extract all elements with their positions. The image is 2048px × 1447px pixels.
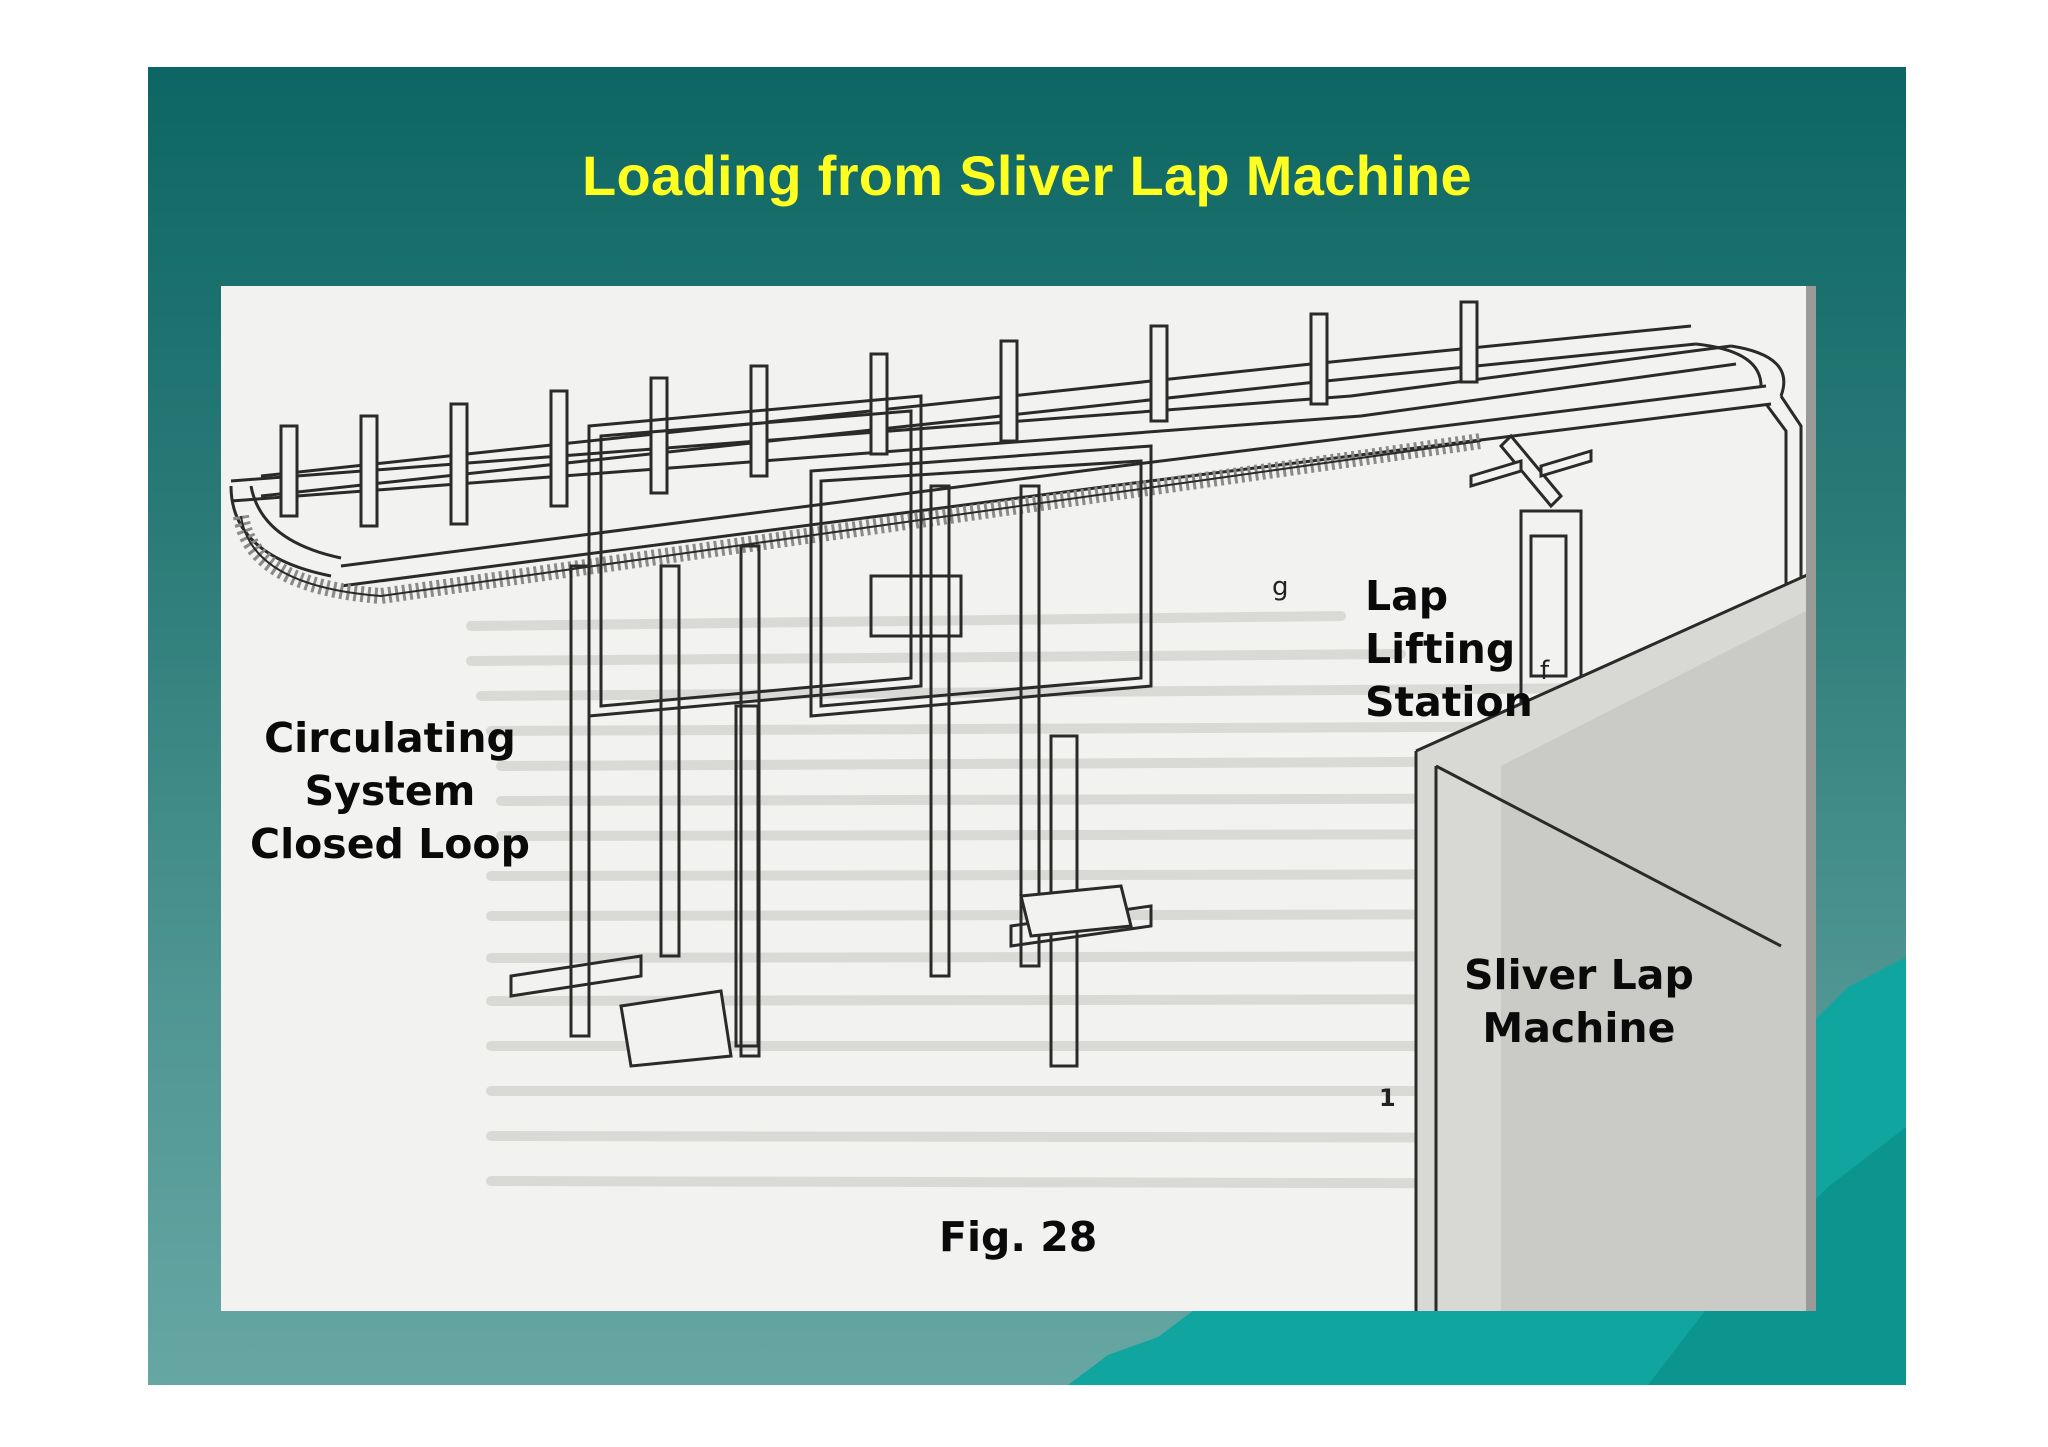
circulating-system-label: Circulating System Closed Loop (250, 714, 530, 868)
mark-f: f (1540, 656, 1550, 686)
figure-image: Circulating System Closed Loop Lap Lifti… (221, 286, 1816, 1311)
conveyor-drawing (229, 286, 1816, 1311)
lap-lifting-station-label: Lap Lifting Station (1365, 572, 1533, 726)
slide-title: Loading from Sliver Lap Machine (582, 144, 1472, 207)
mark-g: g (1272, 572, 1289, 602)
figure-caption: Fig. 28 (939, 1213, 1098, 1261)
sliver-lap-machine-label: Sliver Lap Machine (1464, 951, 1694, 1052)
mark-1: 1 (1379, 1084, 1396, 1112)
slide: Loading from Sliver Lap Machine (148, 67, 1906, 1385)
